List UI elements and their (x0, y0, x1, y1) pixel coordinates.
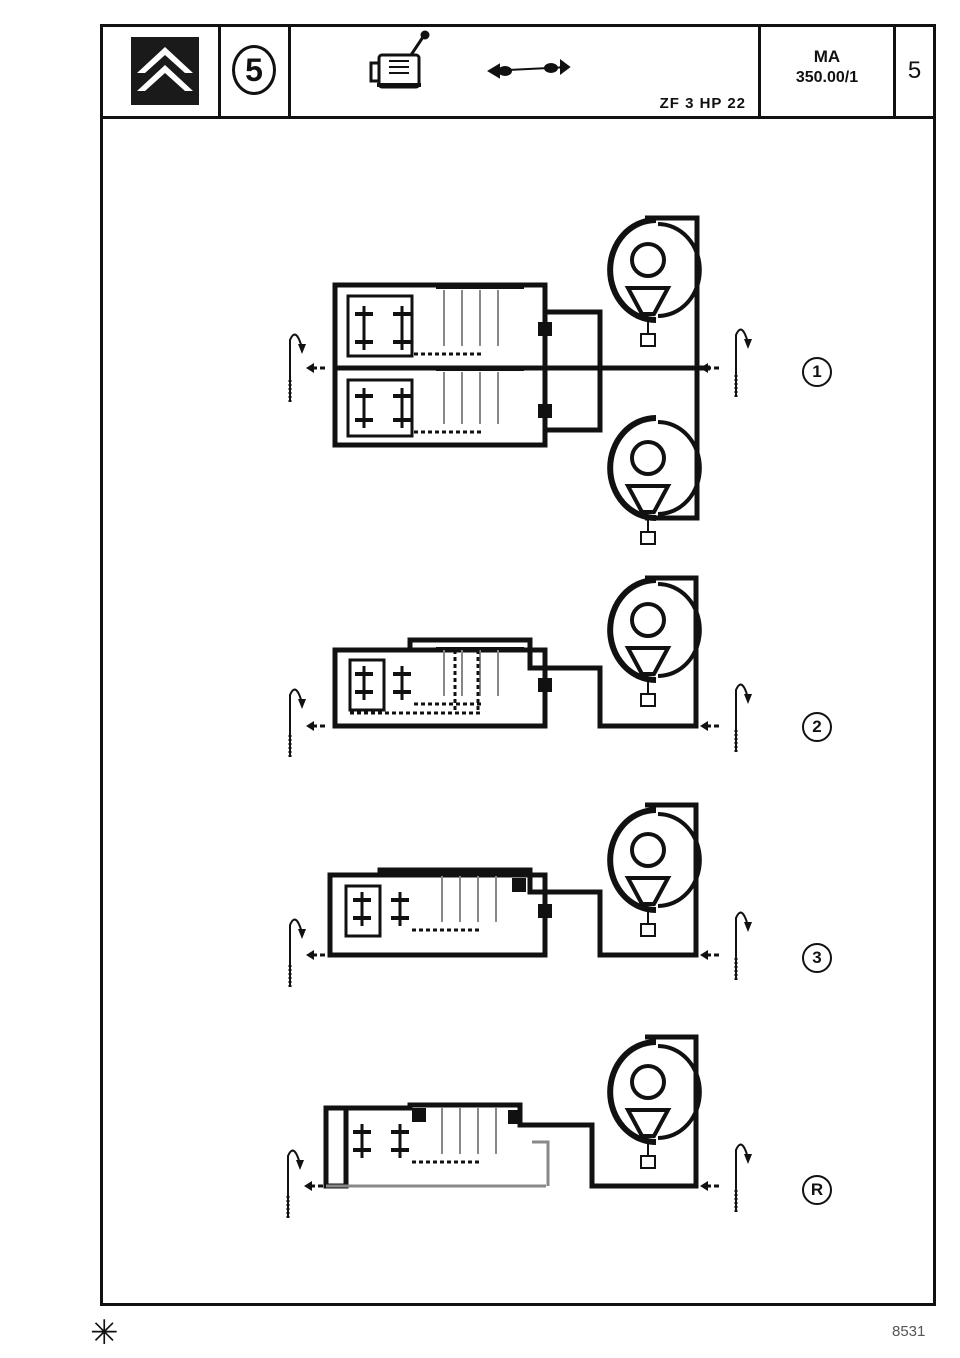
page-frame: 5 (100, 24, 936, 1306)
schematic-stroke (735, 683, 749, 750)
schematic-stroke (304, 1181, 312, 1191)
schematic-stroke (298, 344, 306, 354)
schematic-stroke (640, 531, 656, 545)
schematic-stroke (624, 1108, 672, 1138)
schematic-stroke (700, 950, 708, 960)
schematic-stroke (344, 884, 382, 938)
schematic-stroke (657, 1044, 702, 1140)
gear-selector-icon (369, 30, 430, 89)
schematic-stroke (538, 322, 552, 336)
schematic-stroke (640, 693, 656, 707)
diagram-gear-2 (288, 575, 752, 759)
schematic-stroke (645, 215, 700, 521)
reference-code: MA (813, 47, 841, 66)
reference-cell: MA 350.00/1 (761, 27, 896, 116)
schematic-stroke (512, 878, 526, 892)
schematic-stroke (630, 602, 666, 638)
converter-shell (607, 415, 657, 521)
schematic-stroke (630, 832, 666, 868)
schematic-stroke (298, 929, 306, 939)
schematic-stroke (735, 328, 749, 395)
logo-cell (103, 27, 221, 116)
schematic-stroke (735, 911, 749, 978)
page-number: 5 (907, 57, 922, 84)
page-code: 8531 (892, 1323, 926, 1340)
schematic-stroke (289, 688, 303, 755)
schematic-stroke (289, 333, 303, 400)
schematic-stroke (532, 1140, 550, 1186)
schematic-stroke (657, 420, 702, 516)
schematic-stroke (640, 333, 656, 347)
schematic-stroke (744, 1154, 752, 1164)
schematic-stroke (412, 1108, 426, 1122)
schematic-stroke (630, 242, 666, 278)
converter-shell (607, 1039, 657, 1145)
schematic-stroke (624, 646, 672, 676)
title-cell: ZF 3 HP 22 (291, 27, 761, 116)
schematic-stroke (306, 363, 314, 373)
schematic-stroke (657, 582, 702, 678)
schematic-stroke (657, 812, 702, 908)
schematic-stroke (287, 1149, 301, 1216)
schematic-stroke (700, 1181, 708, 1191)
schematic-stroke (624, 484, 672, 514)
drive-shaft-icon (487, 59, 571, 79)
schematic-stroke (624, 876, 672, 906)
schematic-stroke (700, 363, 708, 373)
schematic-stroke (624, 286, 672, 316)
schematic-stroke (289, 918, 303, 985)
section-number: 5 (232, 45, 276, 95)
converter-shell (607, 217, 657, 323)
model-label: ZF 3 HP 22 (659, 95, 746, 112)
asterisk-mark: ✳ (90, 1314, 119, 1352)
schematic-stroke (306, 950, 314, 960)
diagram-gear-3 (288, 802, 752, 989)
schematic-stroke (640, 1155, 656, 1169)
diagram-gear-r (286, 1034, 752, 1220)
schematic-stroke (538, 678, 552, 692)
schematic-stroke (545, 309, 603, 433)
schematic-stroke (640, 923, 656, 937)
schematic-stroke (298, 699, 306, 709)
schematic-stroke (630, 440, 666, 476)
schematic-stroke (700, 721, 708, 731)
section-number-cell: 5 (221, 27, 291, 116)
gear-label-1: 1 (802, 357, 832, 387)
page-number-cell: 5 (896, 27, 933, 116)
schematic-stroke (346, 294, 414, 358)
schematic-stroke (346, 378, 414, 438)
schematic-stroke (657, 222, 702, 318)
schematic-stroke (538, 904, 552, 918)
gear-label-r: R (802, 1175, 832, 1205)
gear-label-3: 3 (802, 943, 832, 973)
schematic-stroke (508, 1110, 522, 1124)
brand-chevrons-logo (131, 37, 199, 105)
schematic-stroke (296, 1160, 304, 1170)
schematic-stroke (744, 694, 752, 704)
header-bar: 5 (103, 27, 933, 119)
converter-shell (607, 807, 657, 913)
schematic-stroke (744, 922, 752, 932)
schematic-stroke (323, 1105, 349, 1189)
schematic-stroke (630, 1064, 666, 1100)
schematic-stroke (735, 1143, 749, 1210)
schematic-stroke (348, 658, 386, 712)
schematic-stroke (306, 721, 314, 731)
reference-number: 350.00/1 (795, 69, 859, 86)
schematic-stroke (538, 404, 552, 418)
gear-label-2: 2 (802, 712, 832, 742)
schematic-stroke (332, 282, 548, 448)
schematic-stroke (744, 339, 752, 349)
diagram-gear-1 (288, 215, 752, 545)
converter-shell (607, 577, 657, 683)
